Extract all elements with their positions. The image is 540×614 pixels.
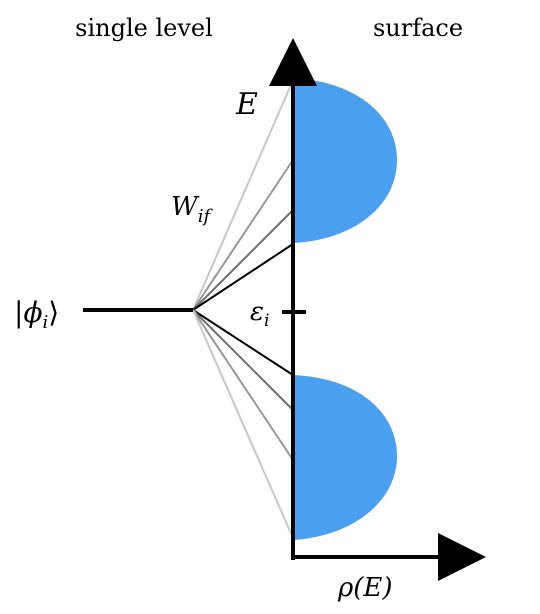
coupling-line-upper-4: [192, 243, 294, 311]
coupling-label: Wif: [171, 192, 213, 227]
coupling-line-lower-4: [192, 309, 294, 539]
coupling-line-lower-3: [192, 309, 294, 461]
dos-axis-label: ρ(E): [337, 573, 393, 603]
state-ket-label: |ϕi⟩: [14, 296, 59, 333]
coupling-line-lower-1: [192, 309, 294, 376]
single-level-heading: single level: [75, 14, 213, 42]
upper-band-lobe: [293, 78, 397, 243]
coupling-line-upper-1: [192, 79, 294, 311]
coupling-line-upper-2: [192, 159, 294, 311]
coupling-line-lower-2: [192, 309, 294, 411]
energy-axis-label: E: [235, 87, 258, 122]
coupling-lines: [192, 79, 294, 539]
surface-heading: surface: [373, 14, 463, 42]
lower-band-lobe: [293, 375, 397, 540]
coupling-line-upper-3: [192, 209, 294, 311]
level-energy-label: εi: [250, 297, 269, 331]
